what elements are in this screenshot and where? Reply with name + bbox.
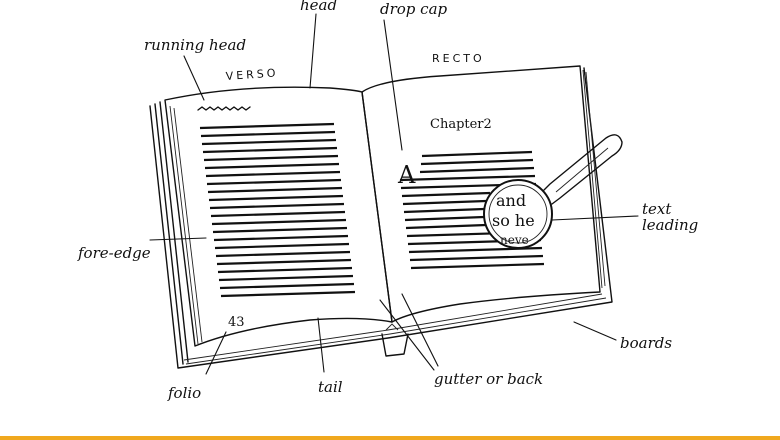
label-tail: tail [318,378,343,396]
accent-bar [0,436,780,440]
magnifier-text-line2: so he [492,211,535,230]
chapter-heading: Chapter2 [430,117,492,132]
drop-cap-letter: A [397,161,416,189]
label-text-leading-2: leading [642,216,698,234]
gutter-spine [381,323,409,357]
label-running-head: running head [144,36,246,54]
label-drop-cap: drop cap [380,0,448,18]
folio-number: 43 [228,315,245,330]
label-text-leading-1: text [642,200,672,218]
verso-label: VERSO [225,66,279,83]
label-head: head [300,0,337,14]
recto-text-block [399,150,545,270]
verso-text-block [199,122,356,298]
label-folio: folio [167,384,201,402]
label-gutter: gutter or back [434,370,543,388]
label-fore-edge: fore-edge [77,244,151,262]
magnifier-text-line1: and [496,191,526,210]
magnifier-text-line3: neve [500,233,529,247]
recto-page [361,65,606,323]
magnifying-glass-icon: and so he neve [483,134,623,249]
label-boards: boards [620,334,672,352]
leader-lines [149,13,639,375]
book-boards [149,67,613,369]
running-head-mark [197,106,251,111]
recto-label: RECTO [432,52,485,65]
